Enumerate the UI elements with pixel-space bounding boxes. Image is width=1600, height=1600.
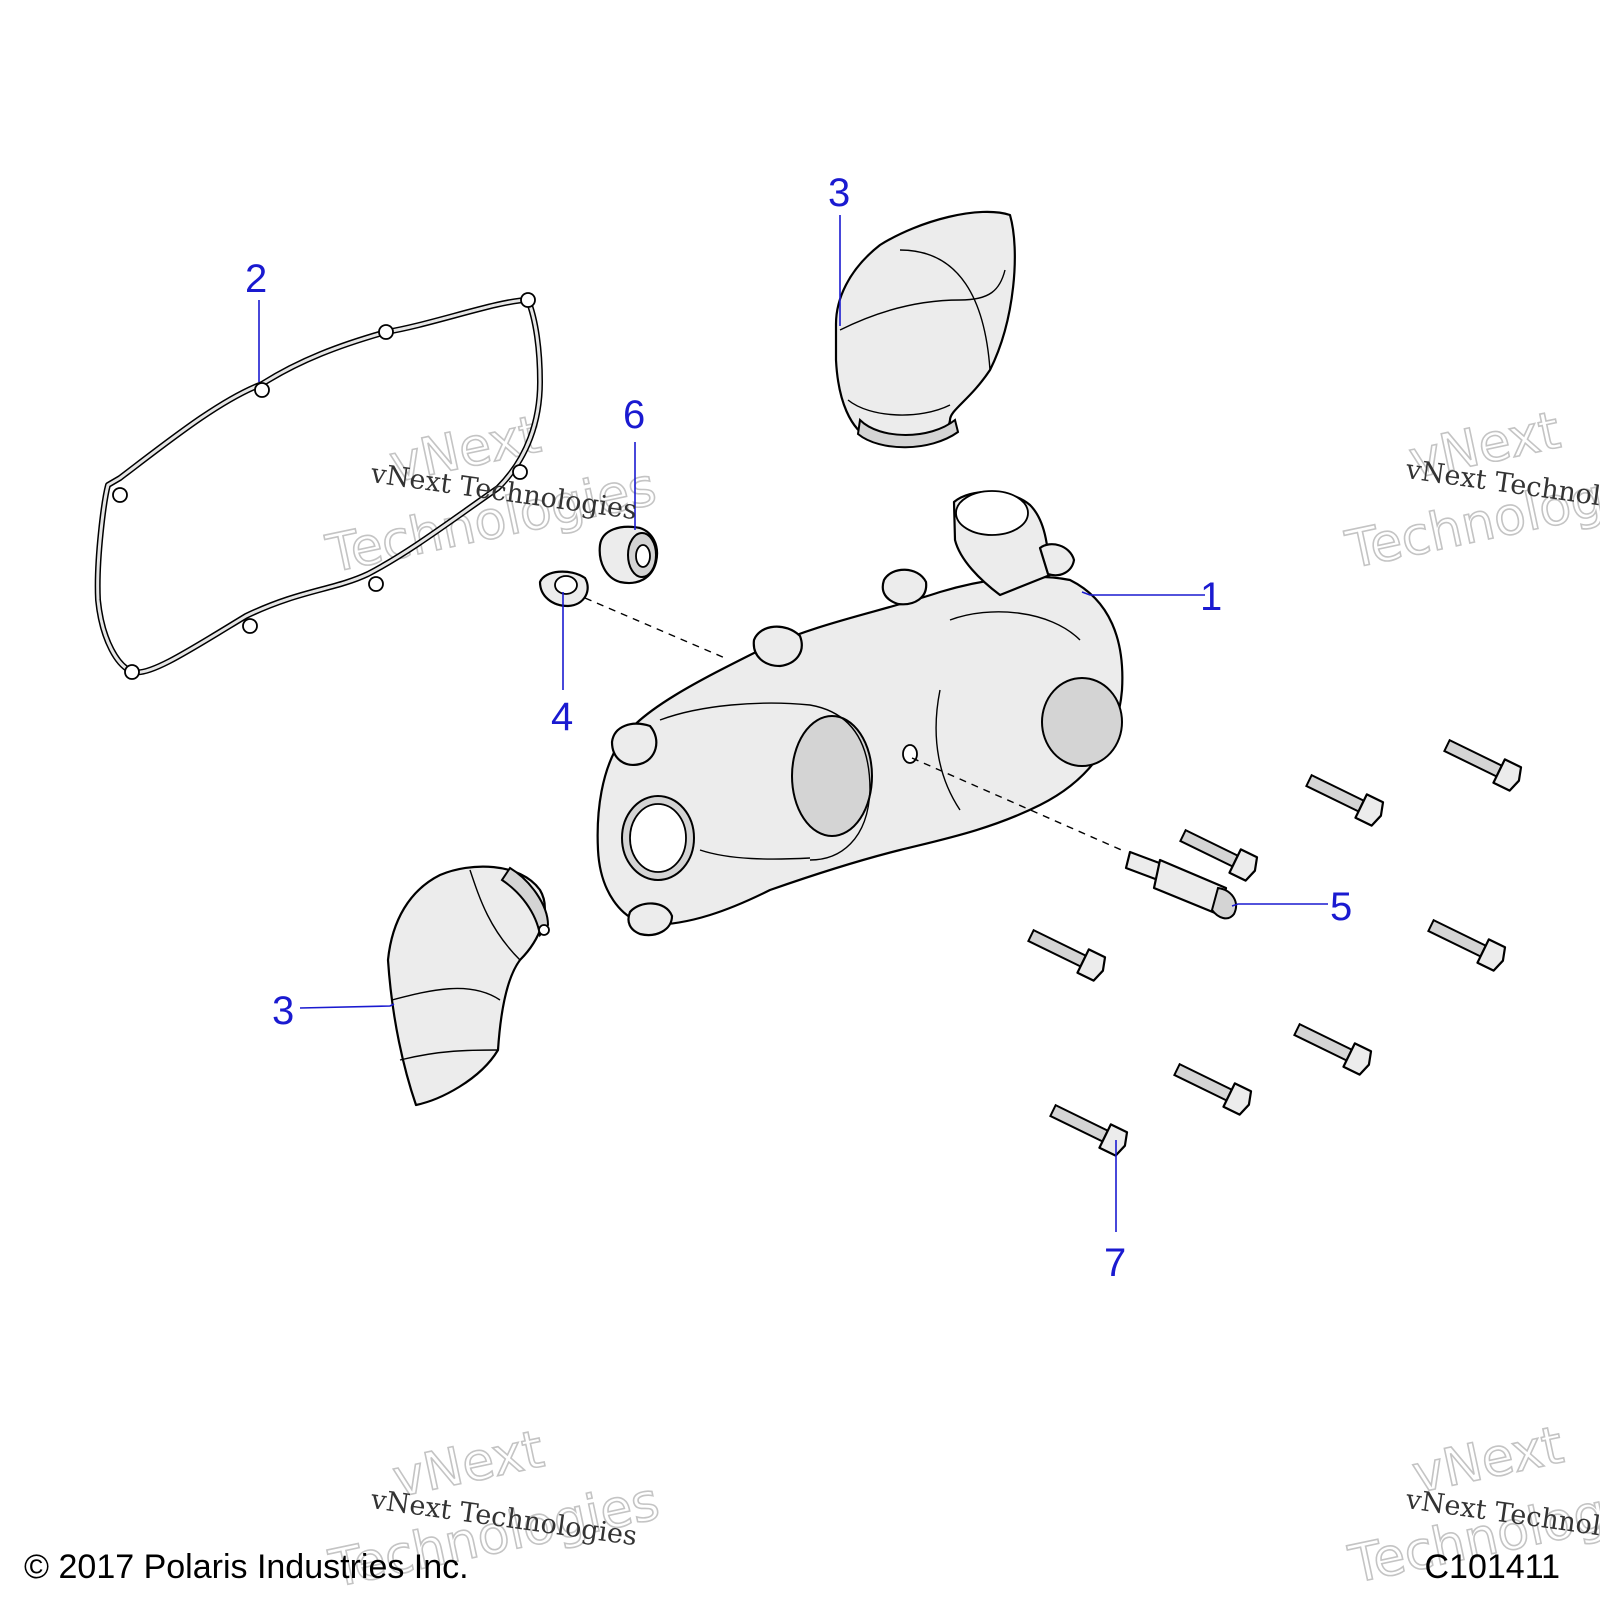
callout-5: 5 <box>1330 885 1352 929</box>
air-duct-lower <box>386 865 550 1107</box>
clutch-cover <box>596 490 1124 937</box>
bolt <box>1443 738 1523 792</box>
callout-6: 6 <box>623 393 645 437</box>
bolt <box>1027 928 1107 982</box>
callout-3-lower: 3 <box>272 989 294 1033</box>
bushing-small <box>538 570 589 608</box>
bushing-large <box>598 525 659 585</box>
callout-labels: 1 2 3 3 4 5 6 7 <box>245 171 1352 1285</box>
callout-3-upper: 3 <box>828 171 850 215</box>
bolt <box>1305 773 1385 827</box>
bolt <box>1427 918 1507 972</box>
spacer-bolt <box>1124 850 1237 920</box>
bolt <box>1293 1022 1373 1076</box>
bolt-set <box>1027 738 1523 1157</box>
gasket <box>94 292 543 680</box>
copyright-text: © 2017 Polaris Industries Inc. <box>24 1548 469 1586</box>
bolt <box>1049 1103 1129 1157</box>
callout-7: 7 <box>1104 1241 1126 1285</box>
bolt <box>1173 1062 1253 1116</box>
callout-4: 4 <box>551 695 573 739</box>
assembly-line-bushing <box>584 597 726 659</box>
air-duct-upper <box>834 210 1016 449</box>
callout-2: 2 <box>245 257 267 301</box>
diagram-code: C101411 <box>1425 1548 1561 1586</box>
callout-1: 1 <box>1200 575 1222 619</box>
bolt <box>1179 828 1259 882</box>
leader-lines <box>258 215 1328 1232</box>
